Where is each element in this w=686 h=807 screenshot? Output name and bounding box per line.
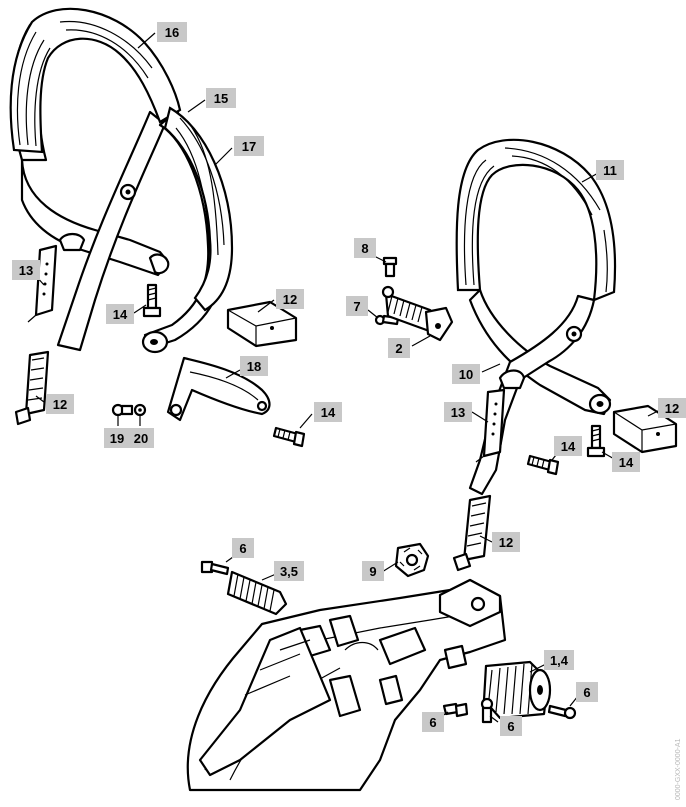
callout-20: 20 bbox=[128, 428, 154, 448]
svg-text:14: 14 bbox=[619, 455, 634, 470]
callout-12-right-block: 12 bbox=[658, 398, 686, 418]
part-13-left bbox=[27, 244, 58, 323]
engine-housing bbox=[186, 578, 507, 792]
part-14-screw-right-a bbox=[526, 454, 560, 476]
part-12-center-buffer bbox=[226, 300, 298, 348]
callout-14-right-a: 14 bbox=[554, 436, 582, 456]
svg-text:1,4: 1,4 bbox=[550, 653, 569, 668]
callout-17: 17 bbox=[234, 136, 264, 156]
callout-6-top: 6 bbox=[232, 538, 254, 558]
callout-14-center: 14 bbox=[314, 402, 342, 422]
callout-13-right: 13 bbox=[444, 402, 472, 422]
svg-text:14: 14 bbox=[113, 307, 128, 322]
callout-12-right-buffer: 12 bbox=[492, 532, 520, 552]
callout-6-bottom-center: 6 bbox=[500, 716, 522, 736]
part-3-5-spring-buffer bbox=[226, 570, 288, 616]
svg-text:7: 7 bbox=[353, 299, 360, 314]
part-14-screw-left bbox=[142, 283, 162, 318]
part-13-right bbox=[475, 388, 506, 463]
callout-6-bottom-left: 6 bbox=[422, 712, 444, 732]
part-14-screw-center bbox=[272, 426, 306, 448]
callout-10: 10 bbox=[452, 364, 480, 384]
svg-text:14: 14 bbox=[321, 405, 336, 420]
svg-text:6: 6 bbox=[429, 715, 436, 730]
front-handle-bar-left bbox=[9, 7, 234, 354]
svg-text:8: 8 bbox=[361, 241, 368, 256]
svg-text:12: 12 bbox=[53, 397, 67, 412]
callout-6-bottom-right: 6 bbox=[576, 682, 598, 702]
svg-text:20: 20 bbox=[134, 431, 148, 446]
svg-text:19: 19 bbox=[110, 431, 124, 446]
part-6-screw-bottom-center bbox=[480, 697, 494, 724]
svg-text:15: 15 bbox=[214, 91, 228, 106]
svg-text:13: 13 bbox=[19, 263, 33, 278]
callout-15: 15 bbox=[206, 88, 236, 108]
part-2-spring-buffer bbox=[381, 285, 454, 342]
callout-14-right-b: 14 bbox=[612, 452, 640, 472]
callout-18: 18 bbox=[240, 356, 268, 376]
part-19-20-screw-washer bbox=[111, 403, 147, 417]
svg-text:3,5: 3,5 bbox=[280, 564, 298, 579]
svg-text:12: 12 bbox=[283, 292, 297, 307]
callout-14-left: 14 bbox=[106, 304, 134, 324]
svg-text:2: 2 bbox=[395, 341, 402, 356]
part-9-rubber-ring bbox=[394, 542, 430, 578]
svg-text:12: 12 bbox=[665, 401, 679, 416]
callout-12-center: 12 bbox=[276, 289, 304, 309]
callout-3-5: 3,5 bbox=[274, 561, 304, 581]
part-12-left-buffer bbox=[14, 350, 50, 426]
callout-11: 11 bbox=[596, 160, 624, 180]
callout-13-left: 13 bbox=[12, 260, 40, 280]
part-6-screw-bottom-right bbox=[547, 704, 577, 720]
svg-text:10: 10 bbox=[459, 367, 473, 382]
svg-text:13: 13 bbox=[451, 405, 465, 420]
part-12-right-buffer bbox=[452, 494, 492, 572]
callout-19: 19 bbox=[104, 428, 130, 448]
part-14-screw-right-b bbox=[586, 424, 606, 458]
svg-text:18: 18 bbox=[247, 359, 261, 374]
callout-8: 8 bbox=[354, 238, 376, 258]
svg-text:11: 11 bbox=[603, 163, 617, 178]
svg-text:14: 14 bbox=[561, 439, 576, 454]
part-6-screw-bottom-left bbox=[442, 702, 469, 718]
svg-text:9: 9 bbox=[369, 564, 376, 579]
svg-text:6: 6 bbox=[239, 541, 246, 556]
callout-9: 9 bbox=[362, 561, 384, 581]
part-18-bracket bbox=[166, 356, 271, 422]
svg-text:12: 12 bbox=[499, 535, 513, 550]
callouts: 16 15 17 13 14 12 12 18 19 20 14 8 7 2 1… bbox=[12, 22, 686, 736]
callout-16: 16 bbox=[157, 22, 187, 42]
callout-12-left: 12 bbox=[46, 394, 74, 414]
svg-text:17: 17 bbox=[242, 139, 256, 154]
svg-text:6: 6 bbox=[507, 719, 514, 734]
front-handle-bar-right bbox=[455, 138, 617, 496]
callout-1-4: 1,4 bbox=[544, 650, 574, 670]
part-1-4-spring-buffer bbox=[482, 660, 552, 720]
callout-2: 2 bbox=[388, 338, 410, 358]
part-8-screw bbox=[382, 256, 398, 278]
svg-text:6: 6 bbox=[583, 685, 590, 700]
callout-7: 7 bbox=[346, 296, 368, 316]
svg-text:16: 16 bbox=[165, 25, 179, 40]
watermark: 0000-GXX-0000-A1 bbox=[675, 738, 682, 800]
part-6-screw-top bbox=[200, 560, 230, 576]
